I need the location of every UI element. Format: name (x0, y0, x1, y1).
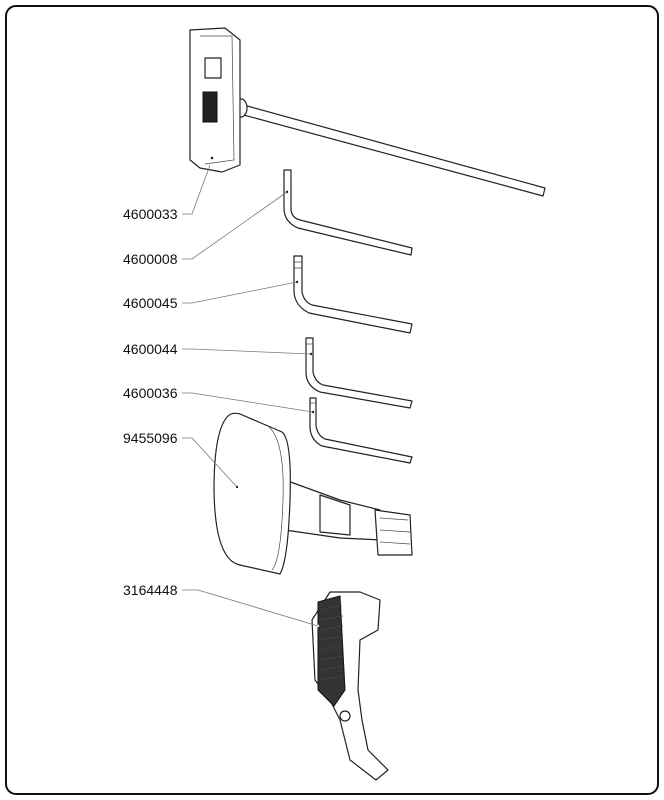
part-4600036-drawing (309, 397, 413, 464)
part-label-4600008: 4600008 (123, 251, 178, 267)
part-label-3164448: 3164448 (123, 582, 178, 598)
leader-line-4600044 (182, 348, 312, 355)
part-9455096-drawing (213, 412, 413, 575)
part-label-4600045: 4600045 (123, 295, 178, 311)
part-label-9455096: 9455096 (123, 430, 178, 446)
part-label-4600044: 4600044 (123, 341, 178, 357)
frame-border (5, 5, 659, 795)
part-label-4600033: 4600033 (123, 206, 178, 222)
part-4600033-drawing (189, 27, 546, 197)
leader-line-4600045 (182, 281, 298, 304)
leader-line-9455096 (182, 437, 238, 488)
part-label-4600036: 4600036 (123, 385, 178, 401)
part-4600044-drawing (305, 337, 413, 409)
leader-line-3164448 (182, 589, 319, 627)
part-4600045-drawing (293, 255, 413, 334)
leader-line-4600036 (182, 392, 314, 413)
leader-line-4600033 (182, 164, 211, 215)
part-3164448-drawing (311, 591, 389, 781)
part-4600008-drawing (283, 169, 413, 256)
leader-line-4600008 (182, 191, 288, 260)
